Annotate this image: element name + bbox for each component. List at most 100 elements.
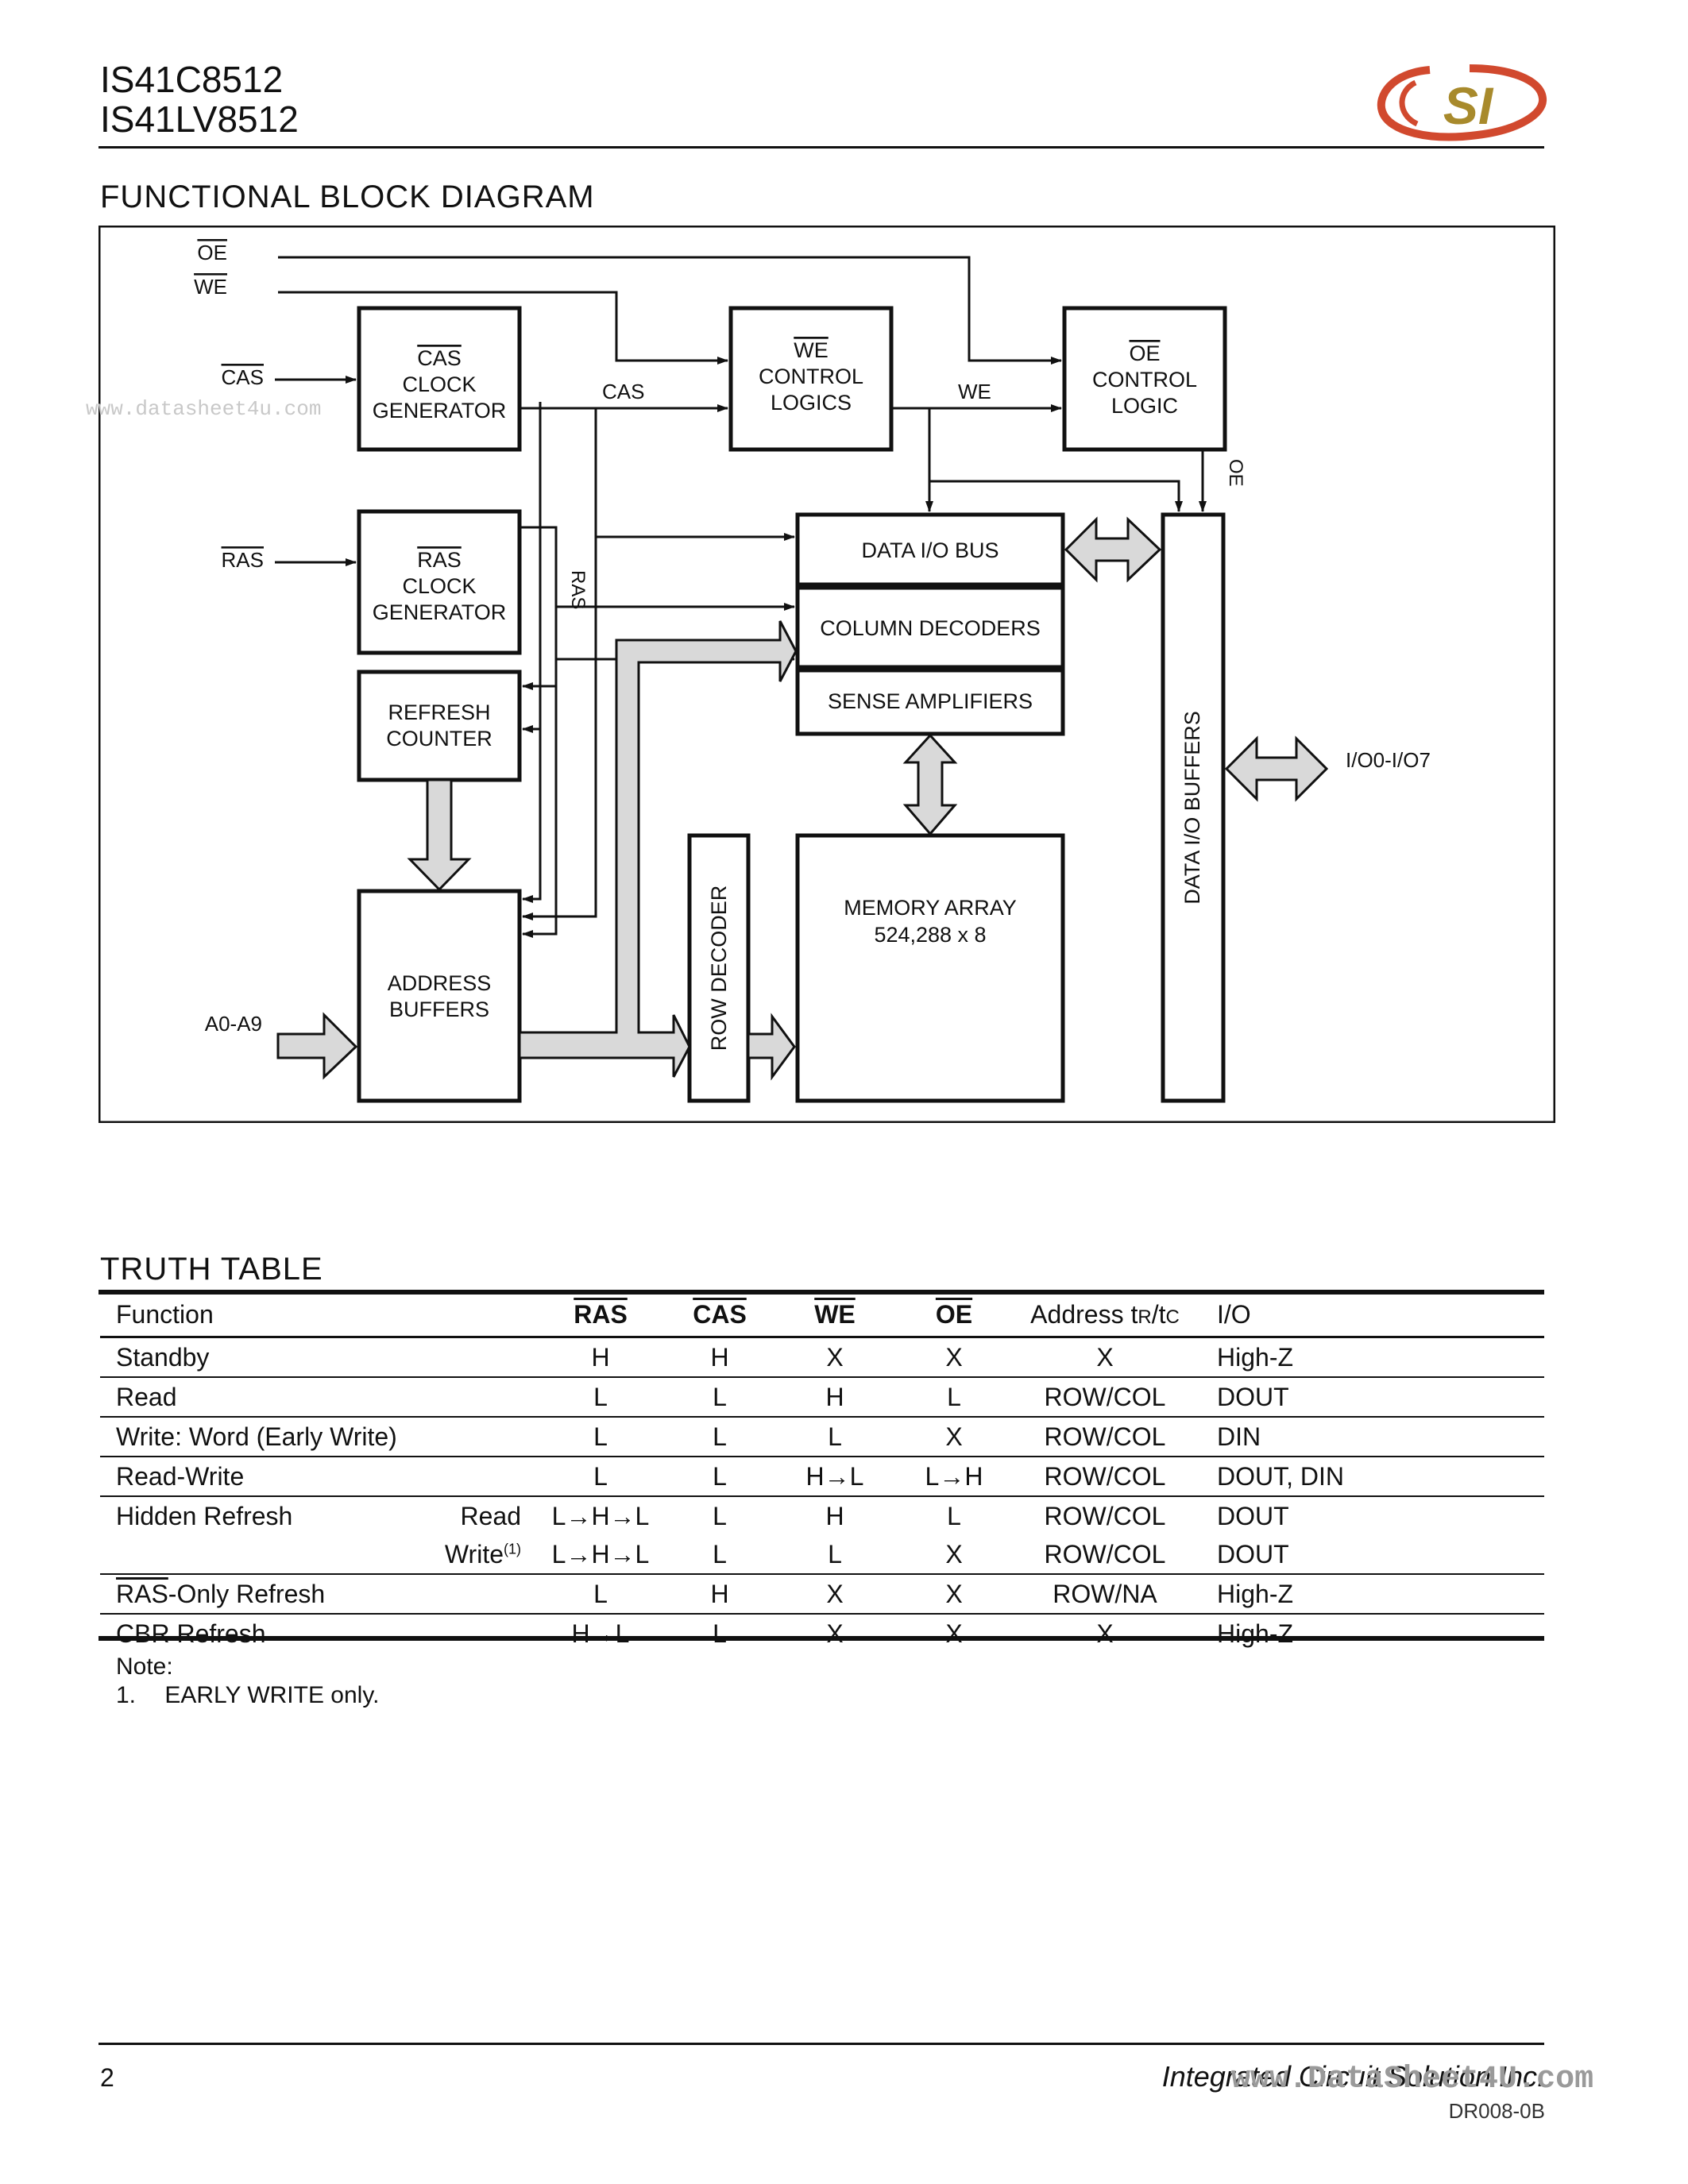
cell-io: DOUT	[1196, 1377, 1544, 1418]
cell-address: X	[1014, 1337, 1196, 1378]
address-input-arrow	[276, 1012, 358, 1080]
cell-sub: Read	[460, 1501, 522, 1530]
company-name: Integrated Circuit Solution Inc.	[1161, 2060, 1545, 2093]
cell-cas: H	[664, 1574, 775, 1615]
svg-text:ADDRESS: ADDRESS	[388, 971, 492, 995]
cas-signal-label: CAS	[222, 365, 264, 389]
cell-we: X	[826, 1619, 844, 1648]
cell-we: X	[775, 1337, 894, 1378]
header-address: Address tR/tC	[1014, 1293, 1196, 1338]
we-wire-label: WE	[958, 380, 991, 403]
cas-clock-generator: CAS CLOCK GENERATOR	[357, 306, 522, 452]
svg-text:CONTROL: CONTROL	[1092, 368, 1197, 392]
bus-buffer-arrow	[1064, 516, 1162, 583]
svg-text:CAS: CAS	[417, 346, 462, 370]
svg-text:GENERATOR: GENERATOR	[373, 399, 507, 423]
refresh-to-address-arrow	[407, 778, 472, 892]
header-ras: RAS	[574, 1299, 628, 1329]
cell-address: ROW/NA	[1014, 1574, 1196, 1615]
cell-sub: Write(1)	[418, 1535, 537, 1575]
cell-io: High-Z	[1217, 1619, 1294, 1648]
cell-oe: X	[894, 1574, 1014, 1615]
logo-letters: SI	[1443, 76, 1494, 135]
issi-logo: SI	[1377, 64, 1547, 141]
block-diagram-title: FUNCTIONAL BLOCK DIAGRAM	[100, 179, 595, 214]
cell-function: RAS-Only Refresh	[100, 1574, 418, 1615]
cell-we: H	[825, 1501, 844, 1530]
header-io: I/O	[1196, 1293, 1544, 1338]
cell-cas: L	[664, 1535, 775, 1575]
cell-ras: H→L	[571, 1619, 630, 1648]
document-id: DR008-0B	[1448, 2099, 1545, 2123]
memory-array: MEMORY ARRAY 524,288 x 8	[795, 833, 1065, 1103]
svg-text:DATA I/O BUS: DATA I/O BUS	[861, 538, 999, 562]
ras-wire-label: RAS	[567, 570, 589, 609]
oe-control-logic: OE CONTROL LOGIC	[1062, 306, 1227, 452]
svg-text:REFRESH: REFRESH	[388, 700, 490, 724]
watermark-large: www.DataSheet4U.com	[1231, 2062, 1594, 2097]
row-decoder: ROW DECODER	[687, 833, 751, 1103]
cell-we: L	[775, 1417, 894, 1457]
cell-cas: L	[664, 1457, 775, 1497]
cell-cas: H	[664, 1337, 775, 1378]
cell-address: ROW/COL	[1014, 1417, 1196, 1457]
svg-text:RAS: RAS	[417, 548, 462, 572]
cell-address: ROW/COL	[1014, 1377, 1196, 1418]
svg-text:CLOCK: CLOCK	[402, 574, 476, 598]
svg-text:WE: WE	[794, 338, 829, 362]
table-header-row: Function RAS CAS WE OE Address tR/tC I/O	[100, 1293, 1544, 1338]
cell-we: X	[775, 1574, 894, 1615]
svg-text:LOGIC: LOGIC	[1111, 394, 1178, 418]
data-io-buffers: DATA I/O BUFFERS	[1161, 512, 1226, 1103]
oe-signal-label: OE	[197, 241, 227, 264]
sense-amplifiers: SENSE AMPLIFIERS	[795, 668, 1065, 736]
footnote-ref: (1)	[504, 1540, 521, 1557]
cell-sub	[418, 1574, 537, 1615]
address-input-label: A0-A9	[205, 1012, 262, 1036]
svg-text:OE: OE	[1129, 341, 1160, 365]
io-pins-label: I/O0-I/O7	[1346, 748, 1431, 772]
cell-function: Read-Write	[100, 1457, 418, 1497]
note-item: 1. EARLY WRITE only.	[116, 1682, 379, 1709]
note-text: EARLY WRITE only.	[164, 1682, 380, 1708]
truth-table-top-rule	[98, 1290, 1544, 1295]
cell-io: DOUT	[1217, 1501, 1289, 1530]
svg-text:COLUMN DECODERS: COLUMN DECODERS	[820, 616, 1041, 640]
cell-oe: X	[894, 1417, 1014, 1457]
oe-wire-label: OE	[1225, 459, 1246, 487]
ras-clock-generator: RAS CLOCK GENERATOR	[357, 509, 522, 655]
refresh-counter: REFRESH COUNTER	[357, 669, 522, 782]
header-we: WE	[814, 1299, 856, 1329]
cell-cas: L	[713, 1501, 727, 1530]
address-bus-arrow	[518, 620, 798, 1078]
cell-ras: L→H→L	[537, 1535, 664, 1575]
cell-oe: X	[945, 1619, 963, 1648]
note-number: 1.	[116, 1682, 137, 1708]
svg-text:CLOCK: CLOCK	[402, 372, 476, 396]
header-rule	[98, 146, 1544, 149]
truth-table: Function RAS CAS WE OE Address tR/tC I/O…	[100, 1293, 1544, 1653]
cell-sub	[418, 1457, 537, 1497]
truth-table-bottom-rule	[98, 1636, 1544, 1641]
svg-text:BUFFERS: BUFFERS	[389, 997, 489, 1021]
part-number-2: IS41LV8512	[100, 98, 299, 140]
cell-io: DOUT	[1196, 1535, 1544, 1575]
cell-address: X	[1096, 1619, 1114, 1648]
sense-array-arrow	[902, 733, 958, 836]
io-buffer-arrow	[1224, 735, 1329, 802]
row-decoder-to-array-arrow	[747, 1013, 796, 1081]
cell-function: Write: Word (Early Write)	[100, 1417, 418, 1457]
cell-cas: L	[664, 1417, 775, 1457]
bus-arrows	[276, 516, 1329, 1081]
cell-ras: H	[537, 1337, 664, 1378]
cell-we: H→L	[775, 1457, 894, 1497]
cell-ras: L	[537, 1574, 664, 1615]
cell-ras: L→H→L	[551, 1501, 650, 1530]
data-io-bus: DATA I/O BUS	[795, 512, 1065, 587]
header-cas: CAS	[693, 1299, 747, 1329]
cell-address: ROW/COL	[1014, 1457, 1196, 1497]
